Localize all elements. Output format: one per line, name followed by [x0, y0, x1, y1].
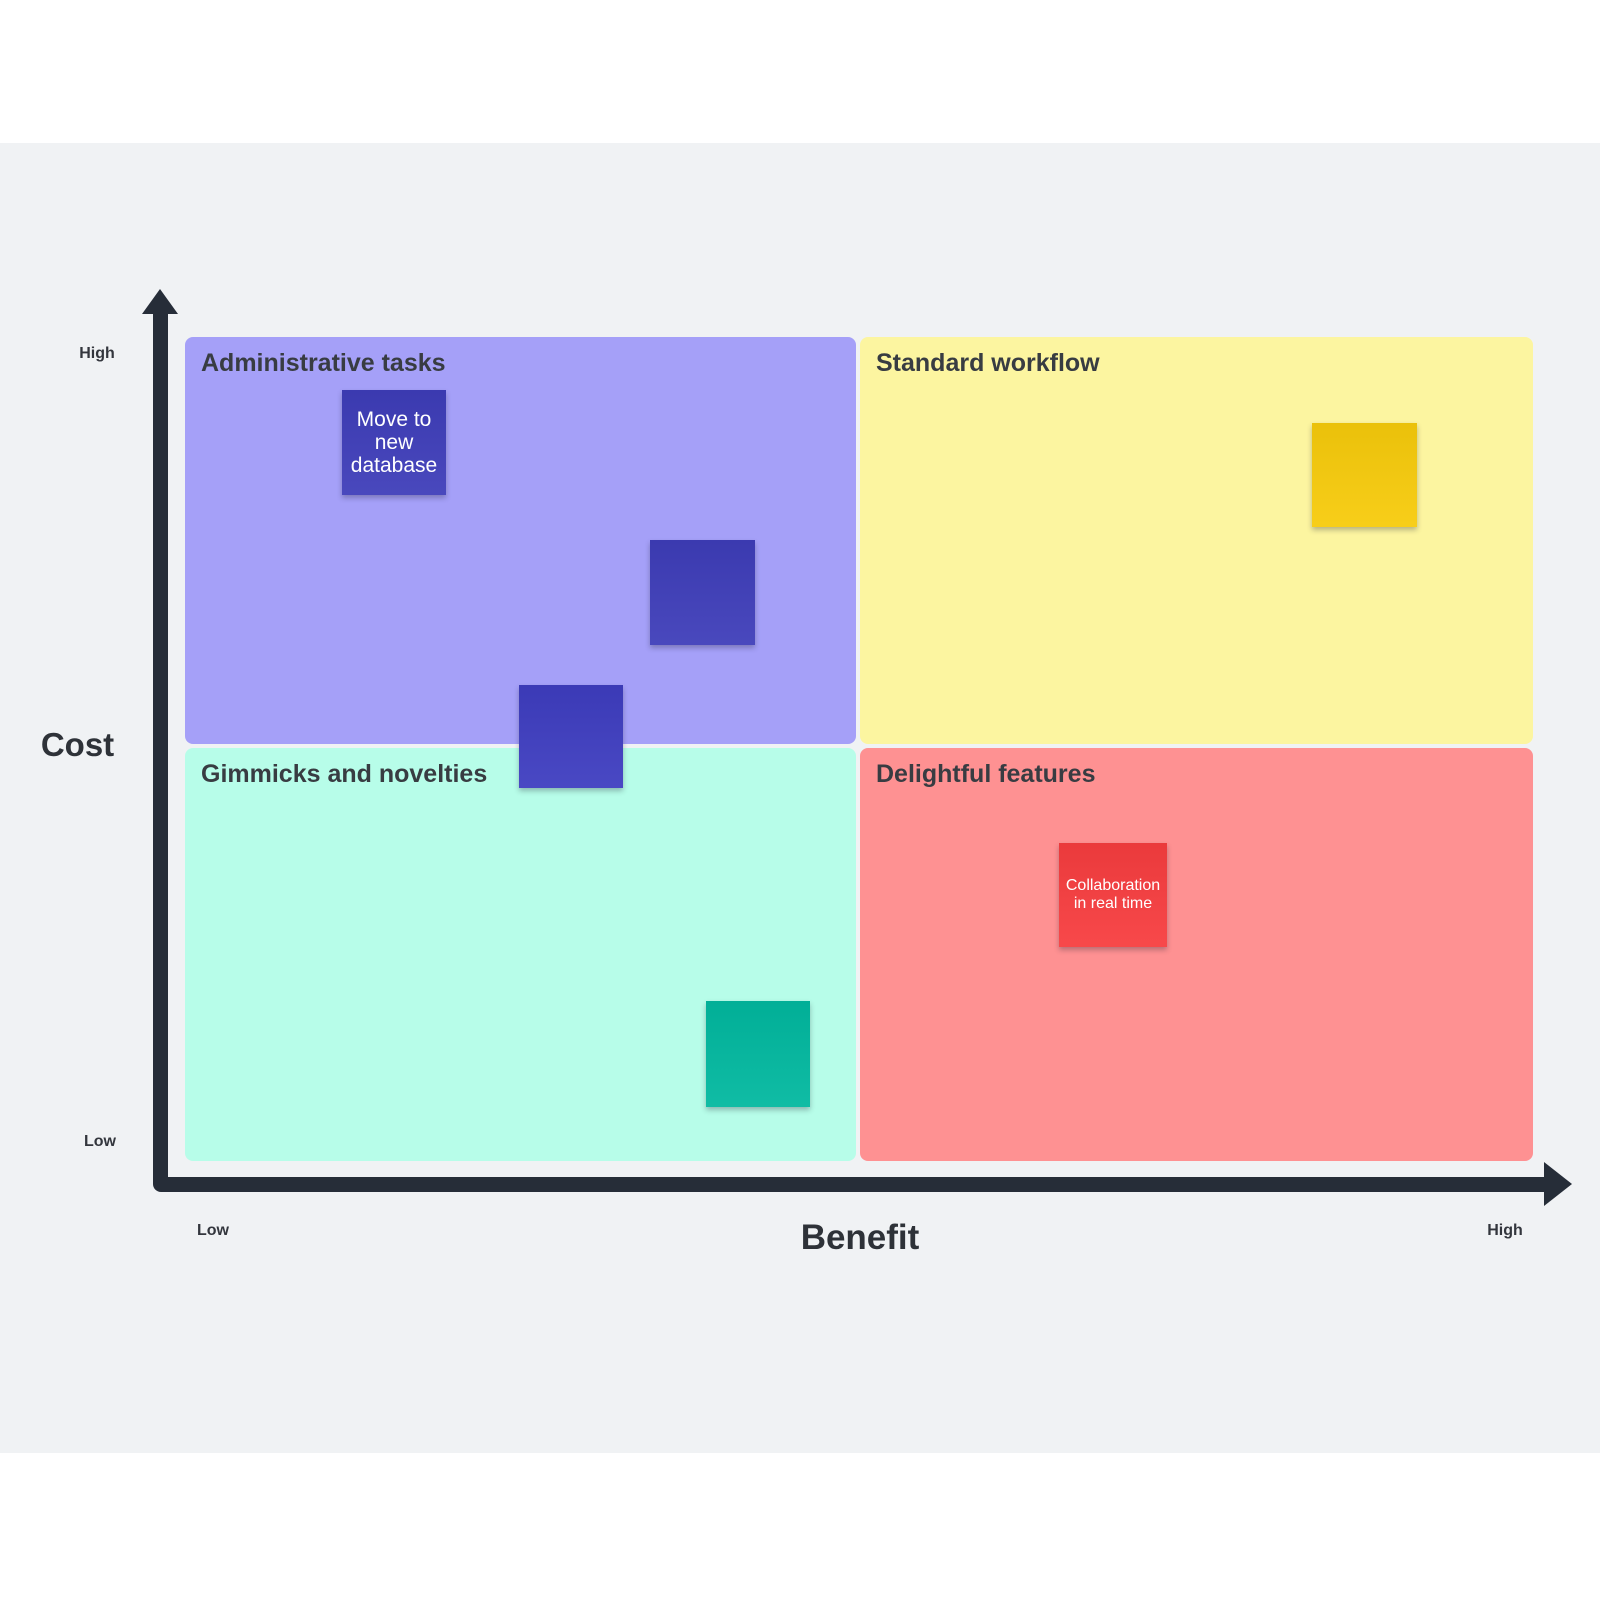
y-axis-line [153, 313, 168, 1177]
sticky-note-collaboration-in-real-time[interactable]: Collaboration in real time [1059, 843, 1167, 947]
quadrant-title-delightful-features: Delightful features [876, 760, 1096, 788]
sticky-note-blank-indigo-lower[interactable] [519, 685, 623, 788]
quadrant-title-standard-workflow: Standard workflow [876, 349, 1100, 377]
quadrant-delightful-features[interactable]: Delightful features [860, 748, 1533, 1161]
sticky-note-blank-yellow[interactable] [1312, 423, 1417, 527]
quadrant-title-administrative-tasks: Administrative tasks [201, 349, 446, 377]
sticky-note-blank-indigo-upper[interactable] [650, 540, 755, 645]
x-axis-line [153, 1177, 1545, 1192]
sticky-note-blank-teal[interactable] [706, 1001, 810, 1107]
sticky-note-move-to-new-database[interactable]: Move to new database [342, 390, 446, 495]
y-axis-tick-low: Low [84, 1133, 116, 1150]
sticky-note-text: Move to new database [350, 407, 438, 478]
y-axis-arrowhead-icon [142, 289, 178, 314]
sticky-note-text: Collaboration in real time [1065, 877, 1161, 912]
x-axis-tick-high: High [1487, 1222, 1523, 1239]
quadrant-gimmicks-and-novelties[interactable]: Gimmicks and novelties [185, 748, 856, 1161]
whiteboard-canvas: Administrative tasks Standard workflow G… [0, 143, 1600, 1453]
quadrant-standard-workflow[interactable]: Standard workflow [860, 337, 1533, 744]
y-axis-label: Cost [40, 726, 115, 763]
x-axis-arrowhead-icon [1544, 1162, 1572, 1206]
x-axis-label: Benefit [800, 1218, 920, 1257]
y-axis-tick-high: High [79, 345, 115, 362]
quadrant-administrative-tasks[interactable]: Administrative tasks [185, 337, 856, 744]
quadrant-title-gimmicks-and-novelties: Gimmicks and novelties [201, 760, 488, 788]
x-axis-tick-low: Low [197, 1222, 229, 1239]
